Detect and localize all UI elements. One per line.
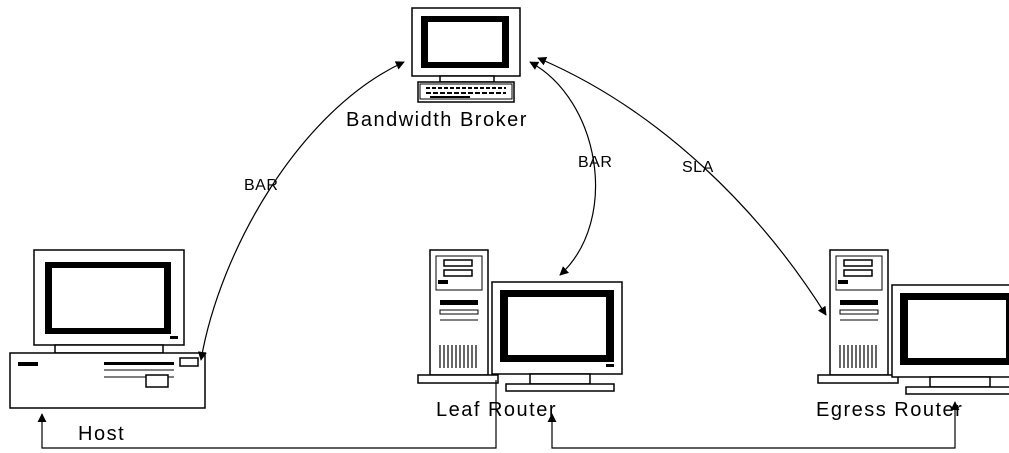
- bandwidth-broker-icon: [411, 7, 521, 103]
- host-desktop-icon: [9, 249, 206, 409]
- edge-label-broker-egress: SLA: [682, 159, 714, 176]
- bandwidth-broker-label: Bandwidth Broker: [346, 109, 528, 131]
- edge-host-broker: [197, 61, 405, 361]
- leaf-router-icon: [417, 249, 623, 392]
- edge-leaf-egress: [547, 401, 960, 449]
- edge-broker-egress: [537, 57, 827, 316]
- edge-leaf-host: [37, 380, 497, 449]
- egress-router-icon: [817, 249, 1009, 395]
- edge-label-host-broker: BAR: [244, 177, 279, 194]
- leaf-router-label: Leaf Router: [436, 399, 558, 421]
- host-label: Host: [78, 423, 126, 445]
- egress-router-label: Egress Router: [816, 399, 964, 421]
- edge-label-broker-leaf: BAR: [578, 154, 613, 171]
